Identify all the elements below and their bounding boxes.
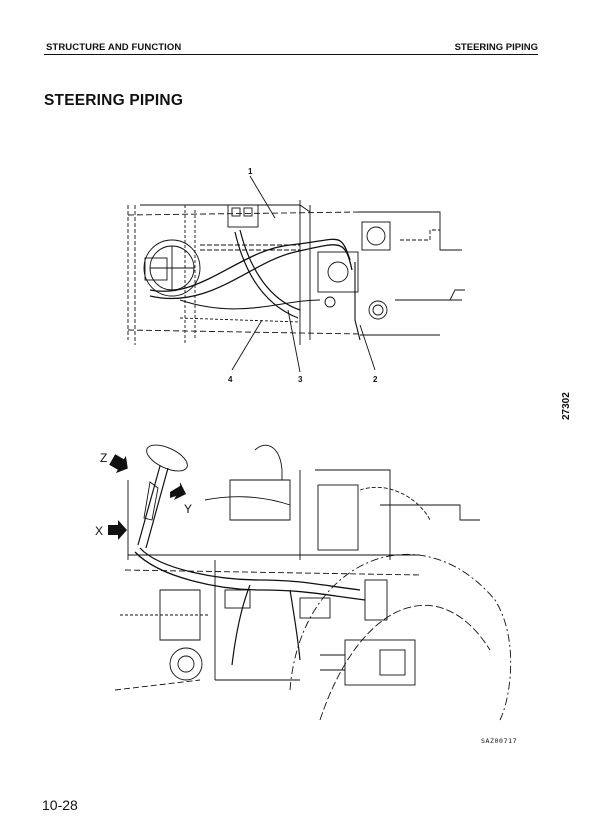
callout-1: 1 (248, 167, 253, 176)
figure-code: SAZ00717 (481, 737, 518, 745)
header-topic: STEERING PIPING (454, 42, 538, 53)
callout-3: 3 (298, 375, 303, 384)
view-arrow-z: Z (100, 451, 107, 465)
page-title: STEERING PIPING (44, 92, 184, 109)
view-arrow-x: X (95, 524, 103, 538)
view-arrow-y: Y (184, 502, 192, 516)
page-number: 10-28 (42, 797, 78, 813)
callout-2: 2 (373, 375, 378, 384)
header-section: STRUCTURE AND FUNCTION (46, 42, 182, 53)
callout-4: 4 (228, 375, 233, 384)
header-rule (44, 54, 538, 55)
